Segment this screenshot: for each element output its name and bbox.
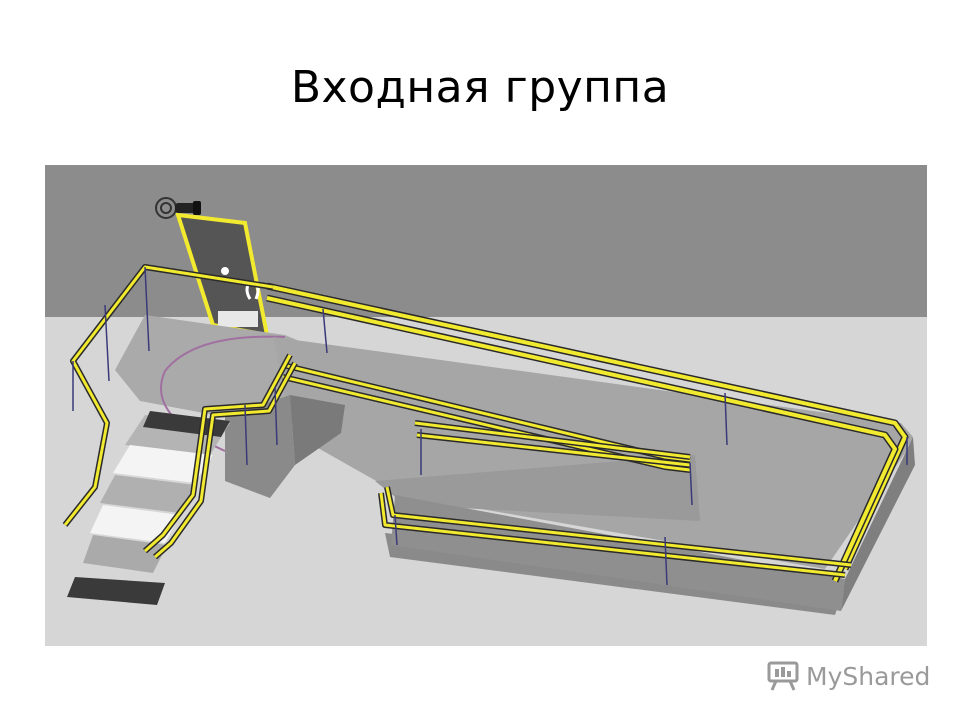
lower-ramp	[375, 455, 700, 521]
ramp-handrails	[266, 282, 909, 583]
railing-posts	[72, 266, 908, 586]
wall	[45, 165, 927, 317]
presentation-board-icon	[767, 661, 799, 691]
landing-side	[290, 395, 345, 465]
watermark: MyShared	[766, 656, 930, 696]
doorbell-icon	[155, 197, 201, 219]
door	[175, 212, 270, 338]
tactile-strip-bottom	[67, 577, 165, 605]
watermark-text: MyShared	[806, 661, 931, 691]
stair-handrails	[62, 264, 298, 560]
staircase	[67, 411, 230, 605]
slide-title: Входная группа	[290, 62, 670, 113]
ramp-end-face	[841, 437, 915, 611]
entrance-illustration	[45, 165, 927, 646]
landing-base	[225, 395, 295, 498]
